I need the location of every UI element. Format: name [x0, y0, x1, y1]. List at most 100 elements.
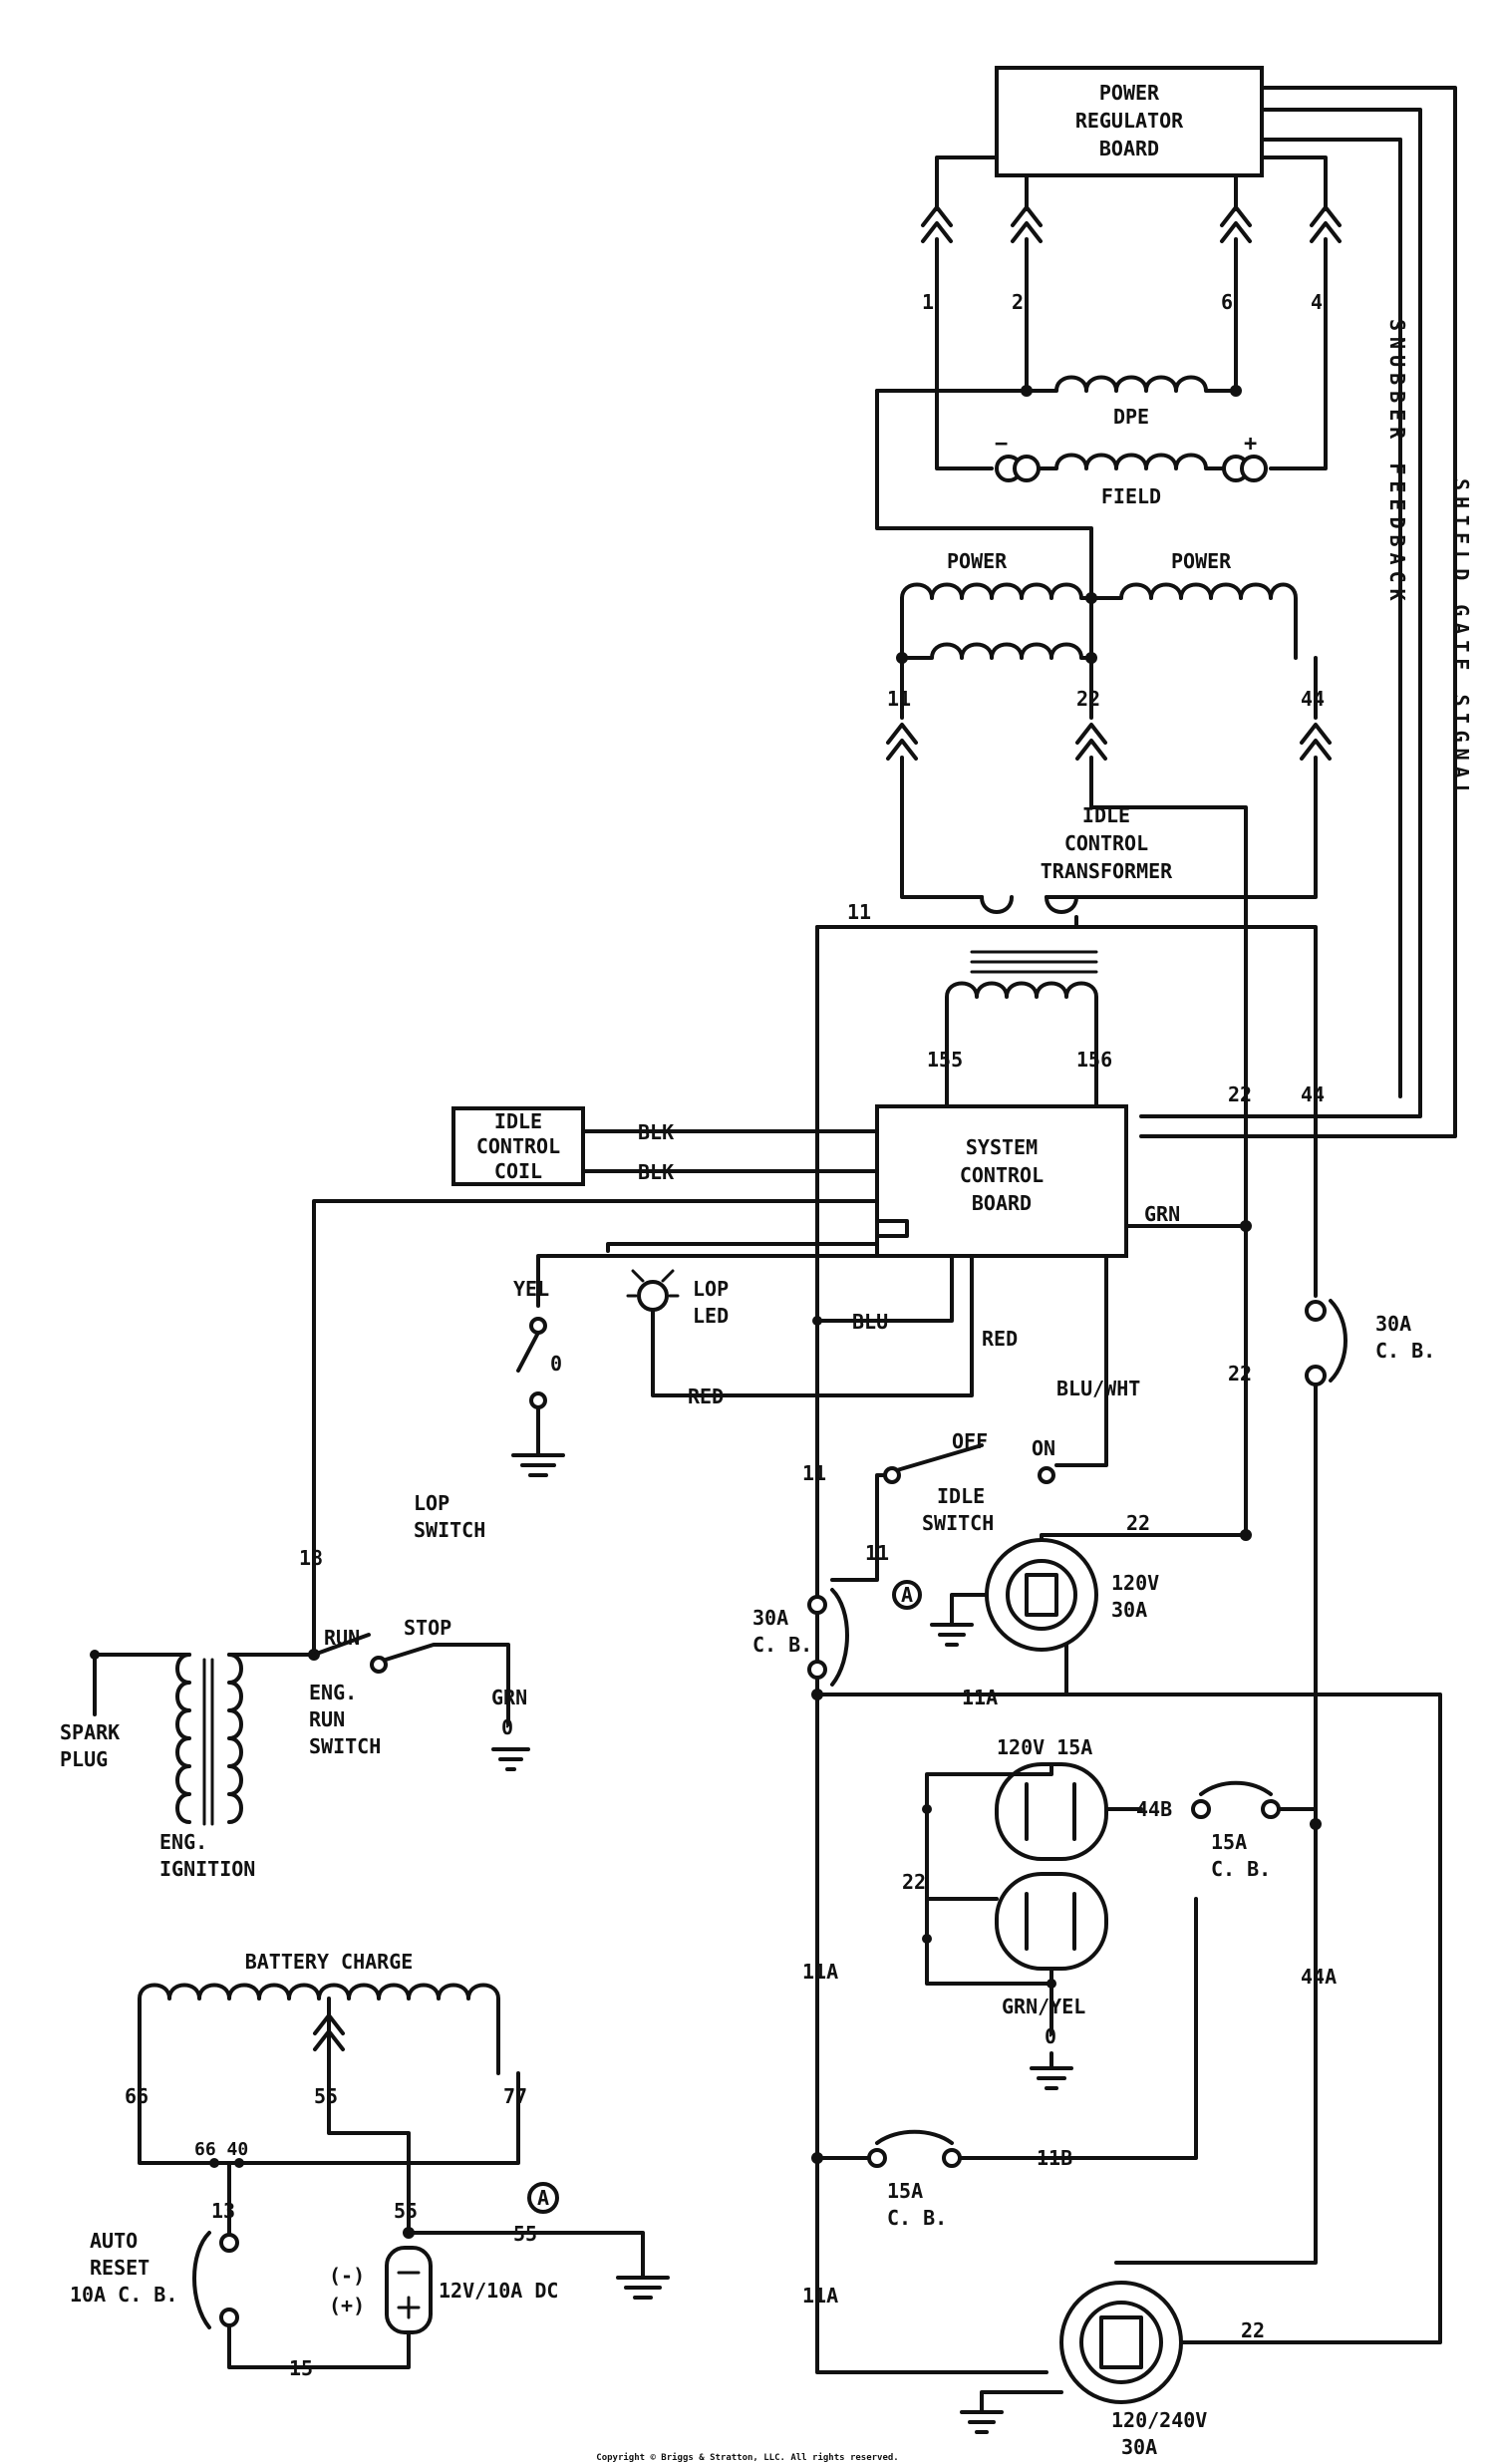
lop-switch-label-2: SWITCH	[414, 1518, 485, 1542]
idle-control-transformer: IDLE CONTROL TRANSFORMER 155 156 11	[815, 803, 1318, 1696]
idle-switch-label-2: SWITCH	[922, 1511, 994, 1535]
idle-switch-label-1: IDLE	[937, 1484, 985, 1508]
shield-gate-signal-label: SHIELD GATE SIGNAL	[1449, 478, 1473, 802]
dc-minus-label: (-)	[329, 2264, 365, 2288]
snubber-shield-wires	[1139, 86, 1457, 1138]
stator-power-windings: POWER POWER 11 22 44	[886, 536, 1332, 1298]
wire-label-22-recept: 22	[1126, 1511, 1150, 1535]
eng-run-switch-label-2: RUN	[309, 1707, 345, 1731]
wire-label-44-top: 44	[1301, 687, 1325, 711]
wire-label-blk-1: BLK	[638, 1120, 674, 1144]
power-regulator-label-2: REGULATOR	[1075, 109, 1184, 133]
wires-22-44-trunk: 22 44 GRN 22 30A C. B.	[1124, 1082, 1435, 1830]
power-regulator-board: POWER REGULATOR BOARD	[995, 66, 1264, 177]
wire-label-batt-taps: 66 40	[194, 2139, 248, 2160]
wire-label-55-ground: 55	[513, 2222, 537, 2246]
wire-label-55-lower: 55	[394, 2199, 418, 2223]
idle-coil-label-1: IDLE	[494, 1109, 542, 1133]
recept-120v-15a-label: 120V 15A	[997, 1735, 1092, 1759]
eng-ignition-label-2: IGNITION	[159, 1857, 255, 1881]
run-stop-wiring: 18 RUN STOP GRN 0 ENG. RUN SWITCH	[299, 1199, 909, 1771]
receptacle-120v-15a: 120V 15A 22 44B 15A C. B. GRN/YEL 0	[815, 1693, 1442, 2090]
idle-coil-label-3: COIL	[494, 1159, 542, 1183]
battery-charge-label: BATTERY CHARGE	[245, 1950, 414, 1974]
recept-120-240v-label-1: 120/240V	[1111, 2408, 1207, 2432]
recept-120v-30a-label-2: 30A	[1111, 1598, 1147, 1622]
lop-led-label-2: LED	[693, 1304, 729, 1328]
wire-label-11-sw: 11	[865, 1541, 889, 1565]
wire-label-grn-run: GRN	[491, 1686, 527, 1709]
wire-label-grn-scb: GRN	[1144, 1202, 1180, 1226]
auto-reset-label-2: RESET	[90, 2256, 150, 2280]
grn-yel-label: GRN/YEL	[1002, 1995, 1085, 2018]
wire-label-55: 55	[314, 2084, 338, 2108]
wire-label-yel: YEL	[513, 1277, 549, 1301]
wire-label-44b: 44B	[1136, 1797, 1172, 1821]
wire-label-156: 156	[1076, 1048, 1112, 1072]
idle-off-label: OFF	[952, 1429, 988, 1453]
lop-circuit: YEL 0 LOP SWITCH LOP LED RED RED BLU	[414, 1242, 1018, 1542]
auto-reset-label-1: AUTO	[90, 2229, 138, 2253]
left-30a-breaker: 30A C. B.	[752, 1588, 849, 2354]
dpe-coil: DPE	[1021, 375, 1242, 429]
idle-coil-label-2: CONTROL	[476, 1134, 560, 1158]
cb-15a-lower-label-2: C. B.	[887, 2206, 947, 2230]
spark-plug-label-2: PLUG	[60, 1747, 108, 1771]
cb-30a-left-label-2: C. B.	[752, 1633, 812, 1657]
cb-15a-upper-label-1: 15A	[1211, 1830, 1247, 1854]
wire-label-11b: 11B	[1037, 2146, 1072, 2170]
battery-charge-winding: BATTERY CHARGE 66 55 77 66 40 13 AUTO RE…	[70, 1950, 670, 2380]
recept-120v-30a-label-1: 120V	[1111, 1571, 1159, 1595]
lop-switch-label-1: LOP	[414, 1491, 449, 1515]
wire-label-4: 4	[1311, 290, 1323, 314]
wire-label-2: 2	[1012, 290, 1024, 314]
auto-reset-label-3: 10A C. B.	[70, 2283, 177, 2307]
cb-15a-lower-label-1: 15A	[887, 2179, 923, 2203]
field-plus-label: +	[1244, 432, 1257, 457]
wire-label-11-top: 11	[887, 687, 911, 711]
wire-label-22-bottom: 22	[1241, 2318, 1265, 2342]
idle-control-coil: IDLE CONTROL COIL BLK BLK	[451, 1106, 879, 1186]
wire-label-22-duplex: 22	[902, 1870, 926, 1894]
idle-transformer-label-1: IDLE	[1082, 803, 1130, 827]
wire-label-155: 155	[927, 1048, 963, 1072]
field-minus-label: −	[995, 432, 1008, 457]
wire-label-1: 1	[922, 290, 934, 314]
system-control-label-1: SYSTEM	[966, 1135, 1038, 1159]
wire-label-11a-mid: 11A	[802, 1960, 838, 1984]
wire-label-red: RED	[688, 1385, 724, 1408]
spark-plug-label-1: SPARK	[60, 1720, 120, 1744]
marker-a-2: A	[537, 2186, 549, 2210]
wire-label-15: 15	[289, 2356, 313, 2380]
idle-transformer-label-2: CONTROL	[1064, 831, 1148, 855]
wire-label-blu: BLU	[852, 1310, 888, 1334]
cb-15a-upper-label-2: C. B.	[1211, 1857, 1271, 1881]
wire-label-77: 77	[503, 2084, 527, 2108]
receptacle-120v-30a: 22 11A A 120V 30A	[815, 1511, 1248, 1709]
engine-ignition-coil: SPARK PLUG ENG. IGNITION	[60, 1650, 316, 1881]
eng-run-switch-label-3: SWITCH	[309, 1734, 381, 1758]
system-control-label-2: CONTROL	[960, 1163, 1044, 1187]
cb-30a-right-label-1: 30A	[1375, 1312, 1411, 1336]
dc-out-label: 12V/10A DC	[439, 2279, 558, 2303]
regulator-leads: 1 2 6 4	[921, 155, 1342, 470]
wire-label-44a: 44A	[1301, 1965, 1337, 1989]
eng-ignition-label-1: ENG.	[159, 1830, 207, 1854]
wire-label-red-scb: RED	[982, 1327, 1018, 1351]
power-regulator-label-1: POWER	[1099, 81, 1160, 105]
wire-label-22-mid: 22	[1228, 1082, 1252, 1106]
idle-switch: BLU/WHT OFF ON IDLE SWITCH 11 11	[802, 1254, 1140, 1582]
idle-on-label: ON	[1032, 1436, 1055, 1460]
copyright-footer: Copyright © Briggs & Stratton, LLC. All …	[596, 2452, 898, 2463]
cb-30a-right-label-2: C. B.	[1375, 1339, 1435, 1363]
lop-led-label-1: LOP	[693, 1277, 729, 1301]
power-left-label: POWER	[947, 549, 1008, 573]
cb-30a-left-label-1: 30A	[752, 1606, 788, 1630]
wire-label-11-left: 11	[847, 900, 871, 924]
wire-label-11a-low: 11A	[802, 2284, 838, 2308]
marker-a-1: A	[901, 1583, 913, 1607]
wire-label-grn-recept-0: 0	[1045, 2024, 1056, 2048]
system-control-board: SYSTEM CONTROL BOARD	[875, 1104, 1128, 1258]
wire-label-66: 66	[125, 2084, 149, 2108]
